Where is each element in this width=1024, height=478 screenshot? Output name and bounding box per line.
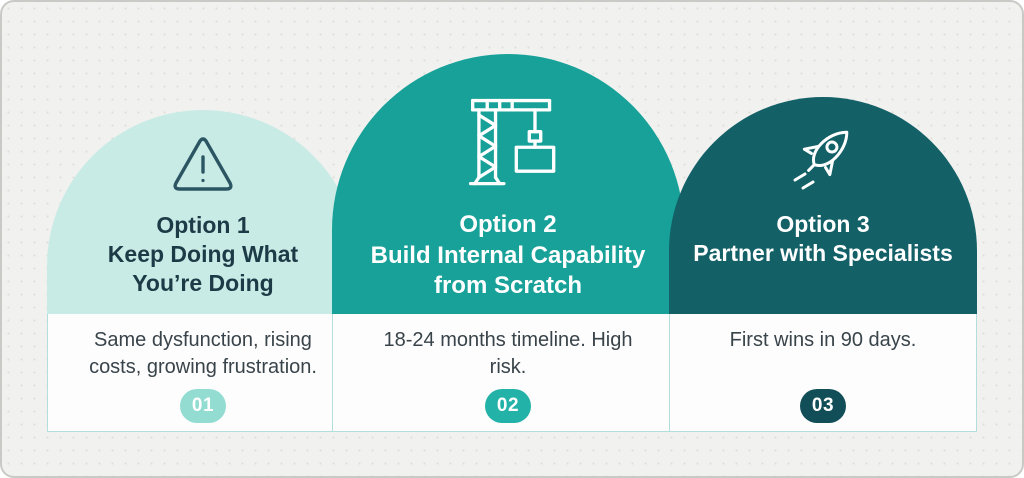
- crane-icon: [454, 90, 562, 190]
- option-title-block: Option 1 Keep Doing What You’re Doing: [77, 211, 329, 298]
- option-number-badge: 02: [485, 389, 531, 423]
- option-arch-3: Option 3 Partner with Specialists: [669, 97, 977, 314]
- option-arch-1: Option 1 Keep Doing What You’re Doing: [47, 110, 359, 314]
- option-description: Same dysfunction, rising costs, growing …: [89, 329, 317, 378]
- option-description-panel: Same dysfunction, rising costs, growing …: [47, 314, 359, 432]
- option-label: Option 1: [156, 212, 250, 239]
- option-title: Partner with Specialists: [693, 240, 953, 267]
- option-label: Option 2: [459, 211, 557, 239]
- option-arch-2: Option 2 Build Internal Capability from …: [332, 54, 684, 314]
- option-description-panel: First wins in 90 days. 03: [669, 314, 977, 432]
- option-number-badge: 01: [180, 389, 226, 423]
- option-card-1: Option 1 Keep Doing What You’re Doing Sa…: [47, 110, 359, 432]
- option-label: Option 3: [776, 211, 870, 238]
- option-card-3: Option 3 Partner with Specialists First …: [669, 97, 977, 432]
- option-title: Keep Doing What You’re Doing: [107, 241, 299, 297]
- option-description: 18-24 months timeline. High risk.: [383, 329, 633, 378]
- option-number-badge: 03: [800, 389, 846, 423]
- option-title-block: Option 3 Partner with Specialists: [693, 210, 952, 268]
- rocket-icon: [785, 120, 861, 192]
- option-card-2: Option 2 Build Internal Capability from …: [332, 54, 684, 432]
- warning-triangle-icon: [170, 133, 236, 195]
- option-description-panel: 18-24 months timeline. High risk. 02: [332, 314, 684, 432]
- option-title: Build Internal Capability from Scratch: [370, 241, 646, 299]
- option-description: First wins in 90 days.: [729, 329, 917, 351]
- option-title-block: Option 2 Build Internal Capability from …: [352, 210, 664, 301]
